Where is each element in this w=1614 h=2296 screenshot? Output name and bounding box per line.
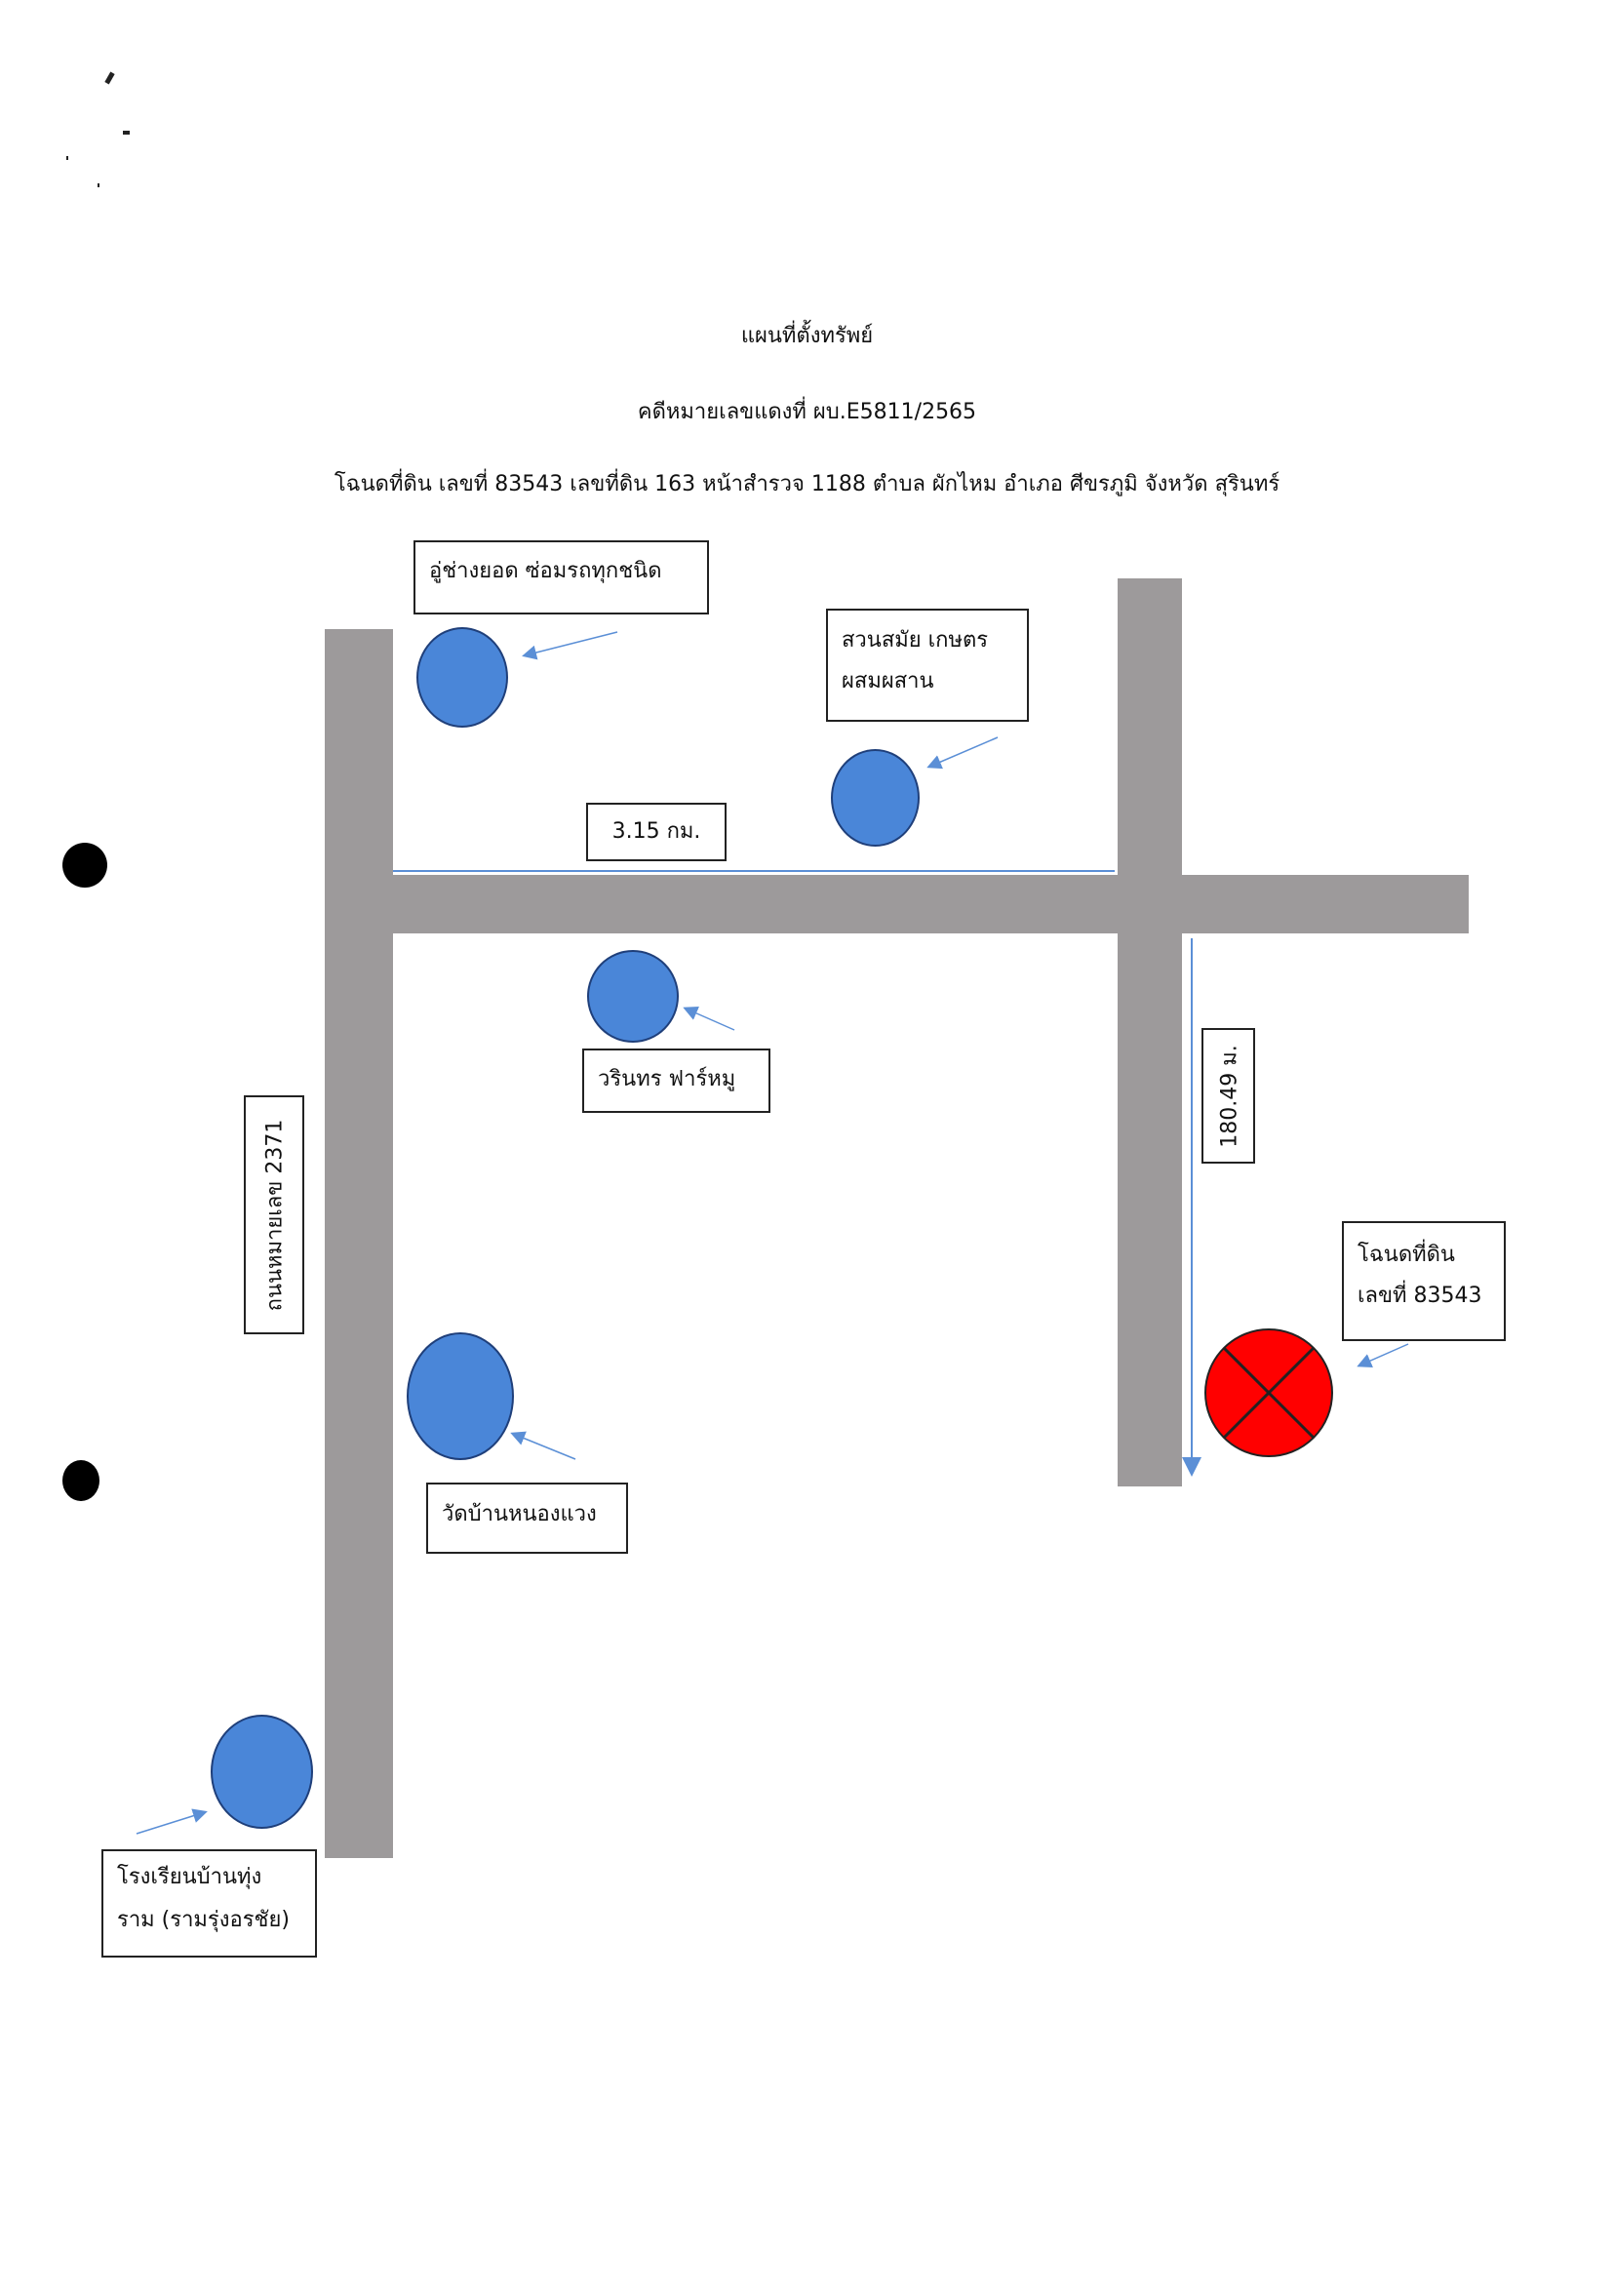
scan-speck bbox=[123, 131, 130, 135]
garage-label: อู่ช่างยอด ซ่อมรถทุกชนิด bbox=[413, 540, 709, 614]
road-name-text: ถนนหมายเลข 2371 bbox=[262, 1119, 288, 1311]
pig-farm-label-text: วรินทร ฟาร์หมู bbox=[598, 1067, 736, 1091]
farm-garden-label-line1: สวนสมัย เกษตร bbox=[842, 628, 989, 653]
scan-speck bbox=[66, 156, 68, 160]
pig-farm-label: วรินทร ฟาร์หมู bbox=[582, 1049, 770, 1113]
arrow-to-garage bbox=[522, 631, 618, 660]
temple-marker bbox=[407, 1332, 514, 1460]
road-right-vertical bbox=[1118, 578, 1182, 1486]
distance-horizontal-label: 3.15 กม. bbox=[586, 803, 727, 861]
target-label-line1: โฉนดที่ดิน bbox=[1358, 1243, 1455, 1267]
case-number: คดีหมายเลขแดงที่ ผบ.E5811/2565 bbox=[637, 400, 977, 424]
distance-vertical-text: 180.49 ม. bbox=[1217, 1044, 1241, 1148]
school-marker bbox=[211, 1715, 313, 1829]
temple-label-text: วัดบ้านหนองแวง bbox=[442, 1502, 597, 1526]
garage-marker bbox=[416, 627, 508, 728]
temple-label: วัดบ้านหนองแวง bbox=[426, 1483, 628, 1554]
scan-speck bbox=[98, 183, 99, 187]
deed-line: โฉนดที่ดิน เลขที่ 83543 เลขที่ดิน 163 หน… bbox=[334, 472, 1280, 496]
punch-hole-top bbox=[62, 843, 107, 888]
farm-garden-label-line2: ผสมผสาน bbox=[842, 669, 934, 694]
road-name-label: ถนนหมายเลข 2371 bbox=[244, 1095, 304, 1334]
distance-horizontal-text: 3.15 กม. bbox=[611, 819, 701, 844]
target-label-line2: เลขที่ 83543 bbox=[1358, 1284, 1482, 1309]
school-label-line2: ราม (รามรุ่งอรชัย) bbox=[117, 1908, 290, 1933]
garage-label-text: อู่ช่างยอด ซ่อมรถทุกชนิด bbox=[429, 559, 662, 583]
map-title: แผนที่ตั้งทรัพย์ bbox=[740, 324, 874, 348]
arrow-to-temple bbox=[510, 1431, 576, 1460]
arrow-to-school bbox=[136, 1808, 208, 1835]
farm-garden-marker bbox=[831, 749, 920, 847]
pig-farm-marker bbox=[587, 950, 679, 1043]
school-label: โรงเรียนบ้านทุ่ง ราม (รามรุ่งอรชัย) bbox=[101, 1849, 317, 1958]
road-horizontal bbox=[390, 875, 1469, 933]
road-2371-vertical bbox=[325, 629, 393, 1858]
school-label-line1: โรงเรียนบ้านทุ่ง bbox=[117, 1865, 262, 1889]
target-label: โฉนดที่ดิน เลขที่ 83543 bbox=[1342, 1221, 1506, 1341]
arrow-to-target bbox=[1357, 1343, 1409, 1368]
punch-hole-bottom bbox=[62, 1460, 99, 1501]
target-land-marker bbox=[1204, 1328, 1333, 1457]
distance-vertical-label: 180.49 ม. bbox=[1201, 1028, 1255, 1164]
arrow-to-farm-garden bbox=[926, 736, 999, 770]
arrow-to-pig-farm bbox=[683, 1006, 735, 1031]
farm-garden-label: สวนสมัย เกษตร ผสมผสาน bbox=[826, 609, 1029, 722]
